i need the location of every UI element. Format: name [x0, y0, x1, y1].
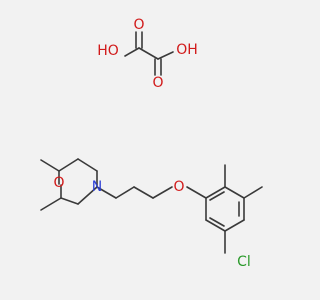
- bond-o-ar: [186, 186, 207, 199]
- oxalic-acid: HO O O OH: [97, 17, 198, 91]
- background: [0, 0, 300, 300]
- molecule-svg: HO O O OH: [0, 0, 300, 300]
- bond-n-ch2a: [96, 186, 117, 199]
- aromatic-bond-2: [224, 186, 245, 199]
- bond-ch2a-ch2b: [115, 186, 135, 199]
- bond-aryl-methyl-2: [243, 186, 263, 199]
- bond-c3-c4: [77, 158, 98, 172]
- chlorine-label: Cl: [237, 254, 251, 270]
- carbonyl-oxygen-left-label: O: [133, 17, 144, 33]
- bond-ch2b-ch2c: [133, 186, 154, 199]
- bond-c2-c3: [58, 158, 79, 172]
- bond-methyl-bottom: [40, 197, 62, 211]
- bond-c1-c2: [138, 47, 159, 60]
- aromatic-bond-4: [224, 219, 245, 232]
- bond-c5-c6: [60, 197, 79, 205]
- structure-canvas: HO O O OH: [0, 0, 300, 300]
- morpholine-oxygen-label: O: [53, 175, 64, 191]
- aromatic-bond-1: [205, 186, 226, 199]
- hydroxyl-left-label: HO: [97, 43, 119, 59]
- aromatic-double-3: [209, 217, 225, 227]
- hydroxyl-right-label: OH: [176, 42, 198, 58]
- morpholine-nitrogen-label: N: [92, 179, 102, 195]
- carbonyl-oxygen-right-label: O: [152, 75, 163, 91]
- bond-n-c5: [77, 186, 98, 205]
- aromatic-bond-5: [205, 219, 226, 232]
- bond-methyl-top: [40, 159, 60, 172]
- main-molecule: O N O Cl: [40, 158, 263, 270]
- ether-oxygen-label: O: [173, 179, 184, 195]
- bond-ho-c1: [124, 47, 140, 57]
- aromatic-double-1: [209, 191, 225, 201]
- bond-c2-oh: [157, 51, 174, 60]
- bond-ch2c-o: [152, 186, 173, 199]
